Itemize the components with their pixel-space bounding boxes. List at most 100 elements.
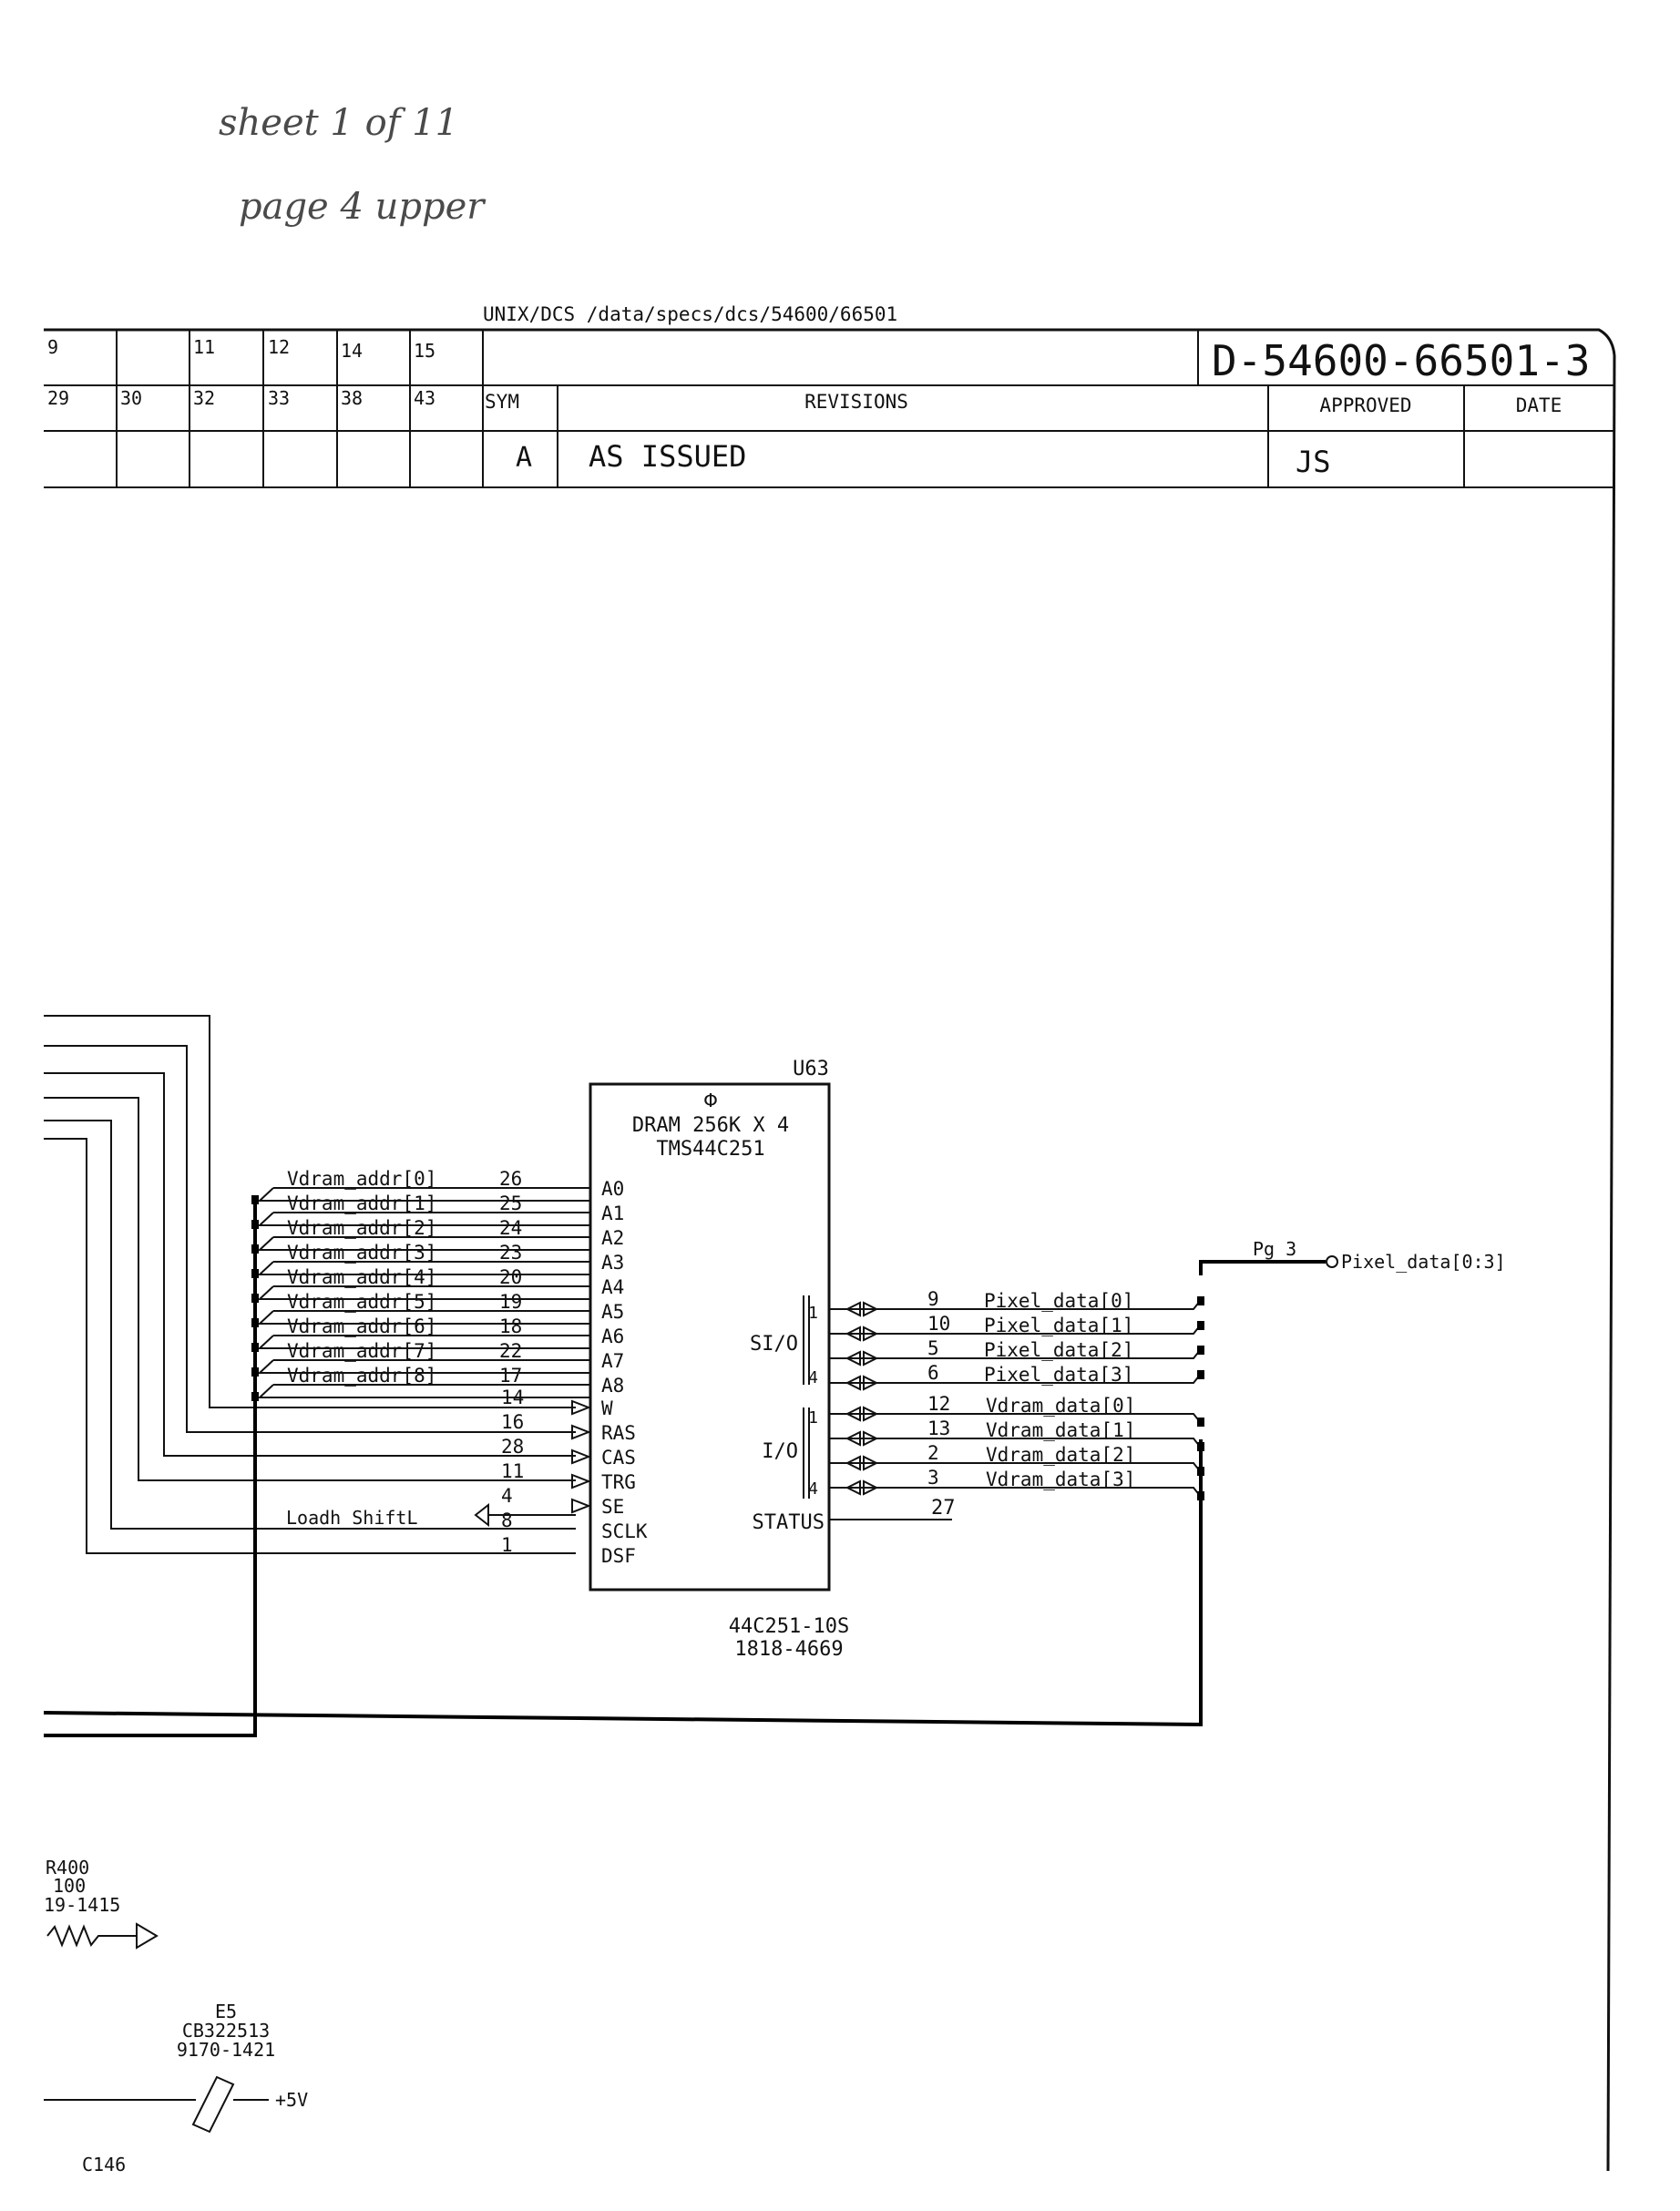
address-net-label: Vdram_addr[0]	[287, 1168, 436, 1190]
bus-junction-dot	[251, 1195, 259, 1204]
address-net-line	[257, 1384, 590, 1398]
address-pin-name: A4	[601, 1276, 624, 1298]
input-arrow-icon	[571, 1473, 591, 1489]
chip-io-label: I/O	[762, 1440, 798, 1463]
col-cell: 15	[414, 340, 435, 362]
sym-header: SYM	[485, 391, 519, 413]
bus-junction-dot	[1197, 1491, 1204, 1500]
col-cell: 11	[193, 336, 215, 358]
sio-net-label: Pixel_data[1]	[984, 1315, 1133, 1336]
bidir-arrow-icon	[845, 1326, 861, 1342]
io-net-label: Vdram_data[3]	[986, 1469, 1135, 1490]
io-net-label: Vdram_data[0]	[986, 1395, 1135, 1417]
address-pin-number: 18	[499, 1315, 522, 1337]
sheet-right-border	[1606, 354, 1616, 2172]
sio-bit-bottom: 4	[808, 1368, 818, 1387]
bidir-arrow-icon	[845, 1375, 861, 1391]
address-net-label: Vdram_addr[8]	[287, 1365, 436, 1387]
address-net-line	[257, 1261, 590, 1275]
control-pin-name: SE	[601, 1496, 624, 1518]
bus-junction-dot	[251, 1294, 259, 1303]
bidir-arrow-icon	[863, 1301, 879, 1317]
bidir-arrow-icon	[863, 1326, 879, 1342]
address-pin-name: A5	[601, 1301, 624, 1323]
bidir-arrow-icon	[863, 1375, 879, 1391]
bus-junction-dot	[251, 1392, 259, 1401]
address-net-line	[257, 1236, 590, 1251]
title-block	[44, 328, 1616, 488]
address-net-label: Vdram_addr[5]	[287, 1291, 436, 1313]
ferrite-part2: 9170-1421	[177, 2039, 275, 2061]
chip-u63-body	[589, 1082, 831, 1592]
bus-junction-dot	[1197, 1346, 1204, 1355]
bus-junction-dot	[251, 1244, 259, 1254]
address-pin-number: 24	[499, 1217, 522, 1239]
chip-sio-label: SI/O	[750, 1333, 798, 1356]
bidir-arrow-icon	[863, 1430, 879, 1447]
input-arrow-icon	[571, 1424, 591, 1440]
chip-part-number: 44C251-10S	[729, 1615, 849, 1638]
col-cell: 29	[47, 387, 69, 409]
bidir-arrow-icon	[845, 1430, 861, 1447]
address-pin-number: 26	[499, 1168, 522, 1190]
col-cell: 14	[341, 340, 363, 362]
address-net-label: Vdram_addr[3]	[287, 1242, 436, 1264]
control-pin-name: TRG	[601, 1471, 636, 1493]
address-pin-name: A7	[601, 1350, 624, 1372]
file-path-label: UNIX/DCS /data/specs/dcs/54600/66501	[483, 303, 897, 325]
approved-header: APPROVED	[1319, 394, 1411, 416]
address-pin-name: A1	[601, 1203, 624, 1224]
col-cell: 30	[120, 387, 142, 409]
address-net-label: Vdram_addr[1]	[287, 1193, 436, 1214]
address-net-line	[257, 1359, 590, 1374]
offpage-connector	[1199, 1255, 1338, 1275]
handwritten-sheet-note: sheet 1 of 11	[219, 102, 458, 144]
control-pin-name: SCLK	[601, 1520, 648, 1542]
bus-junction-dot	[251, 1318, 259, 1327]
data-bus-return	[43, 1439, 1203, 1727]
revision-description: AS ISSUED	[589, 439, 746, 474]
control-pin-name: DSF	[601, 1545, 636, 1567]
revision-approved-by: JS	[1296, 445, 1331, 479]
control-pin-number: 11	[501, 1460, 524, 1482]
date-header: DATE	[1516, 394, 1562, 416]
address-pin-number: 22	[499, 1340, 522, 1362]
io-bit-top: 1	[808, 1408, 818, 1428]
io-bit-bottom: 4	[808, 1479, 818, 1499]
ferrite-part1: CB322513	[182, 2020, 270, 2042]
bidir-arrow-icon	[845, 1406, 861, 1422]
resistor-part: 19-1415	[44, 1894, 120, 1916]
address-net-label: Vdram_addr[4]	[287, 1266, 436, 1288]
address-pin-name: A2	[601, 1227, 624, 1249]
bidir-arrow-icon	[863, 1406, 879, 1422]
col-cell: 9	[47, 336, 58, 358]
bidir-arrow-icon	[845, 1455, 861, 1471]
sio-net-label: Pixel_data[0]	[984, 1290, 1133, 1312]
bidir-arrow-icon	[863, 1350, 879, 1367]
col-cell: 12	[268, 336, 290, 358]
bus-junction-dot	[1197, 1467, 1204, 1476]
offpage-page-ref: Pg 3	[1253, 1238, 1296, 1260]
chip-status-label: STATUS	[753, 1511, 825, 1534]
col-cell: 38	[341, 387, 363, 409]
col-cell: 32	[193, 387, 215, 409]
offpage-net-name: Pixel_data[0:3]	[1341, 1251, 1506, 1273]
sio-bit-top: 1	[808, 1304, 818, 1323]
chip-status-pin: 27	[931, 1497, 956, 1520]
address-pin-number: 20	[499, 1266, 522, 1288]
loadh-arrow-icon	[474, 1502, 489, 1528]
address-pin-number: 17	[499, 1365, 522, 1387]
bidir-arrow-icon	[863, 1455, 879, 1471]
revisions-header: REVISIONS	[804, 391, 908, 413]
io-pin-number: 2	[927, 1442, 939, 1464]
bus-junction-dot	[1197, 1321, 1204, 1330]
handwritten-page-note: page 4 upper	[239, 186, 487, 228]
address-pin-number: 23	[499, 1242, 522, 1264]
address-net-line	[257, 1212, 590, 1226]
control-pin-number: 8	[501, 1510, 513, 1531]
address-net-label: Vdram_addr[7]	[287, 1340, 436, 1362]
address-pin-number: 19	[499, 1291, 522, 1313]
chip-hp-part-number: 1818-4669	[734, 1638, 843, 1661]
ferrite-ref: E5	[215, 2001, 237, 2022]
bus-junction-dot	[1197, 1370, 1204, 1379]
